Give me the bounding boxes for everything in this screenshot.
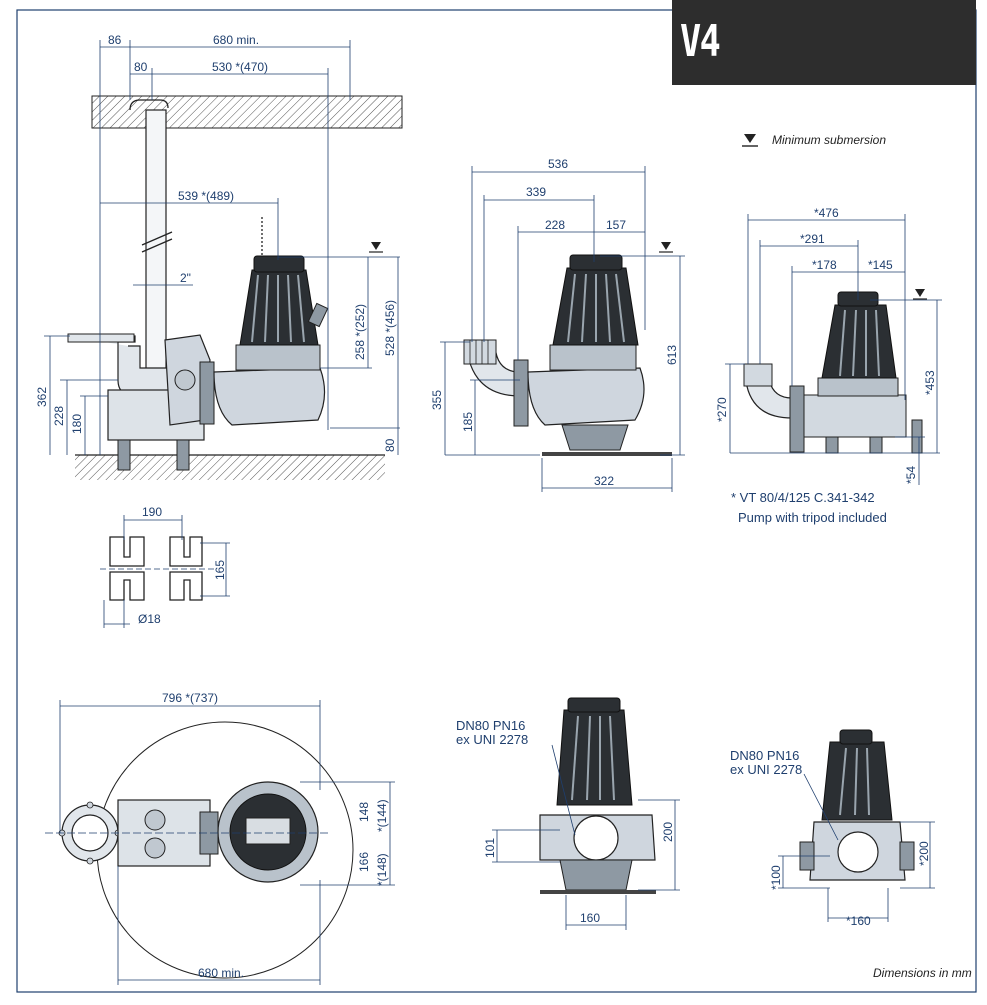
dim-530: 530 *(470)	[212, 60, 268, 74]
dim-228-vertical: 228	[52, 406, 66, 426]
dim-680-min: 680 min.	[213, 33, 259, 47]
dim-80-vertical: 80	[383, 438, 397, 452]
dim-148: 148	[357, 802, 371, 822]
dim-178: *178	[812, 258, 837, 272]
front-view-dimensions	[440, 166, 685, 492]
side-view-dimensions	[44, 40, 400, 455]
flange-label-right-line1: DN80 PN16	[730, 748, 799, 763]
dim-536: 536	[548, 157, 568, 171]
dim-453: *453	[923, 370, 937, 395]
pump-tripod-view	[743, 291, 923, 454]
flange-label-line1: DN80 PN16	[456, 718, 525, 733]
plan-view-dimensions	[59, 700, 395, 985]
dim-539: 539 *(489)	[178, 189, 234, 203]
tripod-flange-dimensions	[778, 773, 935, 922]
dim-diameter-18: Ø18	[138, 612, 161, 626]
plan-view	[45, 721, 354, 979]
dim-180: 180	[70, 414, 84, 434]
dim-322: 322	[594, 474, 614, 488]
dim-100-star: *100	[769, 865, 783, 890]
installation-side-view	[67, 95, 403, 480]
dim-145: *145	[868, 258, 893, 272]
flange-label-right-line2: ex UNI 2278	[730, 762, 802, 777]
dim-157: 157	[606, 218, 626, 232]
dim-200-star: *200	[917, 841, 931, 866]
model-badge: V4	[672, 0, 976, 85]
base-footprint	[100, 515, 230, 628]
dim-613: 613	[665, 345, 679, 365]
dim-86: 86	[108, 33, 122, 47]
dim-2-inch: 2"	[180, 271, 191, 285]
dim-148-b: *(148)	[375, 853, 389, 886]
dim-54: *54	[904, 466, 918, 484]
note-tripod-line: Pump with tripod included	[738, 510, 887, 525]
flange-label-line2: ex UNI 2278	[456, 732, 528, 747]
note-model-line: * VT 80/4/125 C.341-342	[731, 490, 875, 505]
dim-796: 796 *(737)	[162, 691, 218, 705]
dim-190: 190	[142, 505, 162, 519]
dim-339: 339	[526, 185, 546, 199]
dim-291: *291	[800, 232, 825, 246]
dim-270: *270	[715, 397, 729, 422]
legend-minimum-submersion: Minimum submersion	[772, 133, 886, 147]
pump-front-view	[463, 254, 672, 456]
dim-166: 166	[357, 852, 371, 872]
dim-185: 185	[461, 412, 475, 432]
dim-160-star: *160	[846, 914, 871, 928]
dim-200: 200	[661, 822, 675, 842]
flange-view-dimensions	[492, 744, 680, 930]
dim-165: 165	[213, 560, 227, 580]
dim-228-horizontal: 228	[545, 218, 565, 232]
tripod-view-dimensions	[725, 214, 942, 485]
dim-528: 528 *(456)	[383, 300, 397, 356]
flange-front-view	[539, 697, 656, 894]
footer-dimensions-unit: Dimensions in mm	[873, 966, 972, 980]
submersion-symbol	[742, 134, 758, 147]
dim-355: 355	[430, 390, 444, 410]
dim-476: *476	[814, 206, 839, 220]
dim-258: 258 *(252)	[353, 304, 367, 360]
dim-101: 101	[483, 838, 497, 858]
dim-680-min-plan: 680 min.	[198, 966, 244, 980]
dim-144: *(144)	[375, 799, 389, 832]
model-badge-label: V4	[680, 16, 721, 67]
dim-80-top: 80	[134, 60, 148, 74]
flange-tripod-view	[799, 729, 915, 881]
dim-160: 160	[580, 911, 600, 925]
dim-362: 362	[35, 387, 49, 407]
